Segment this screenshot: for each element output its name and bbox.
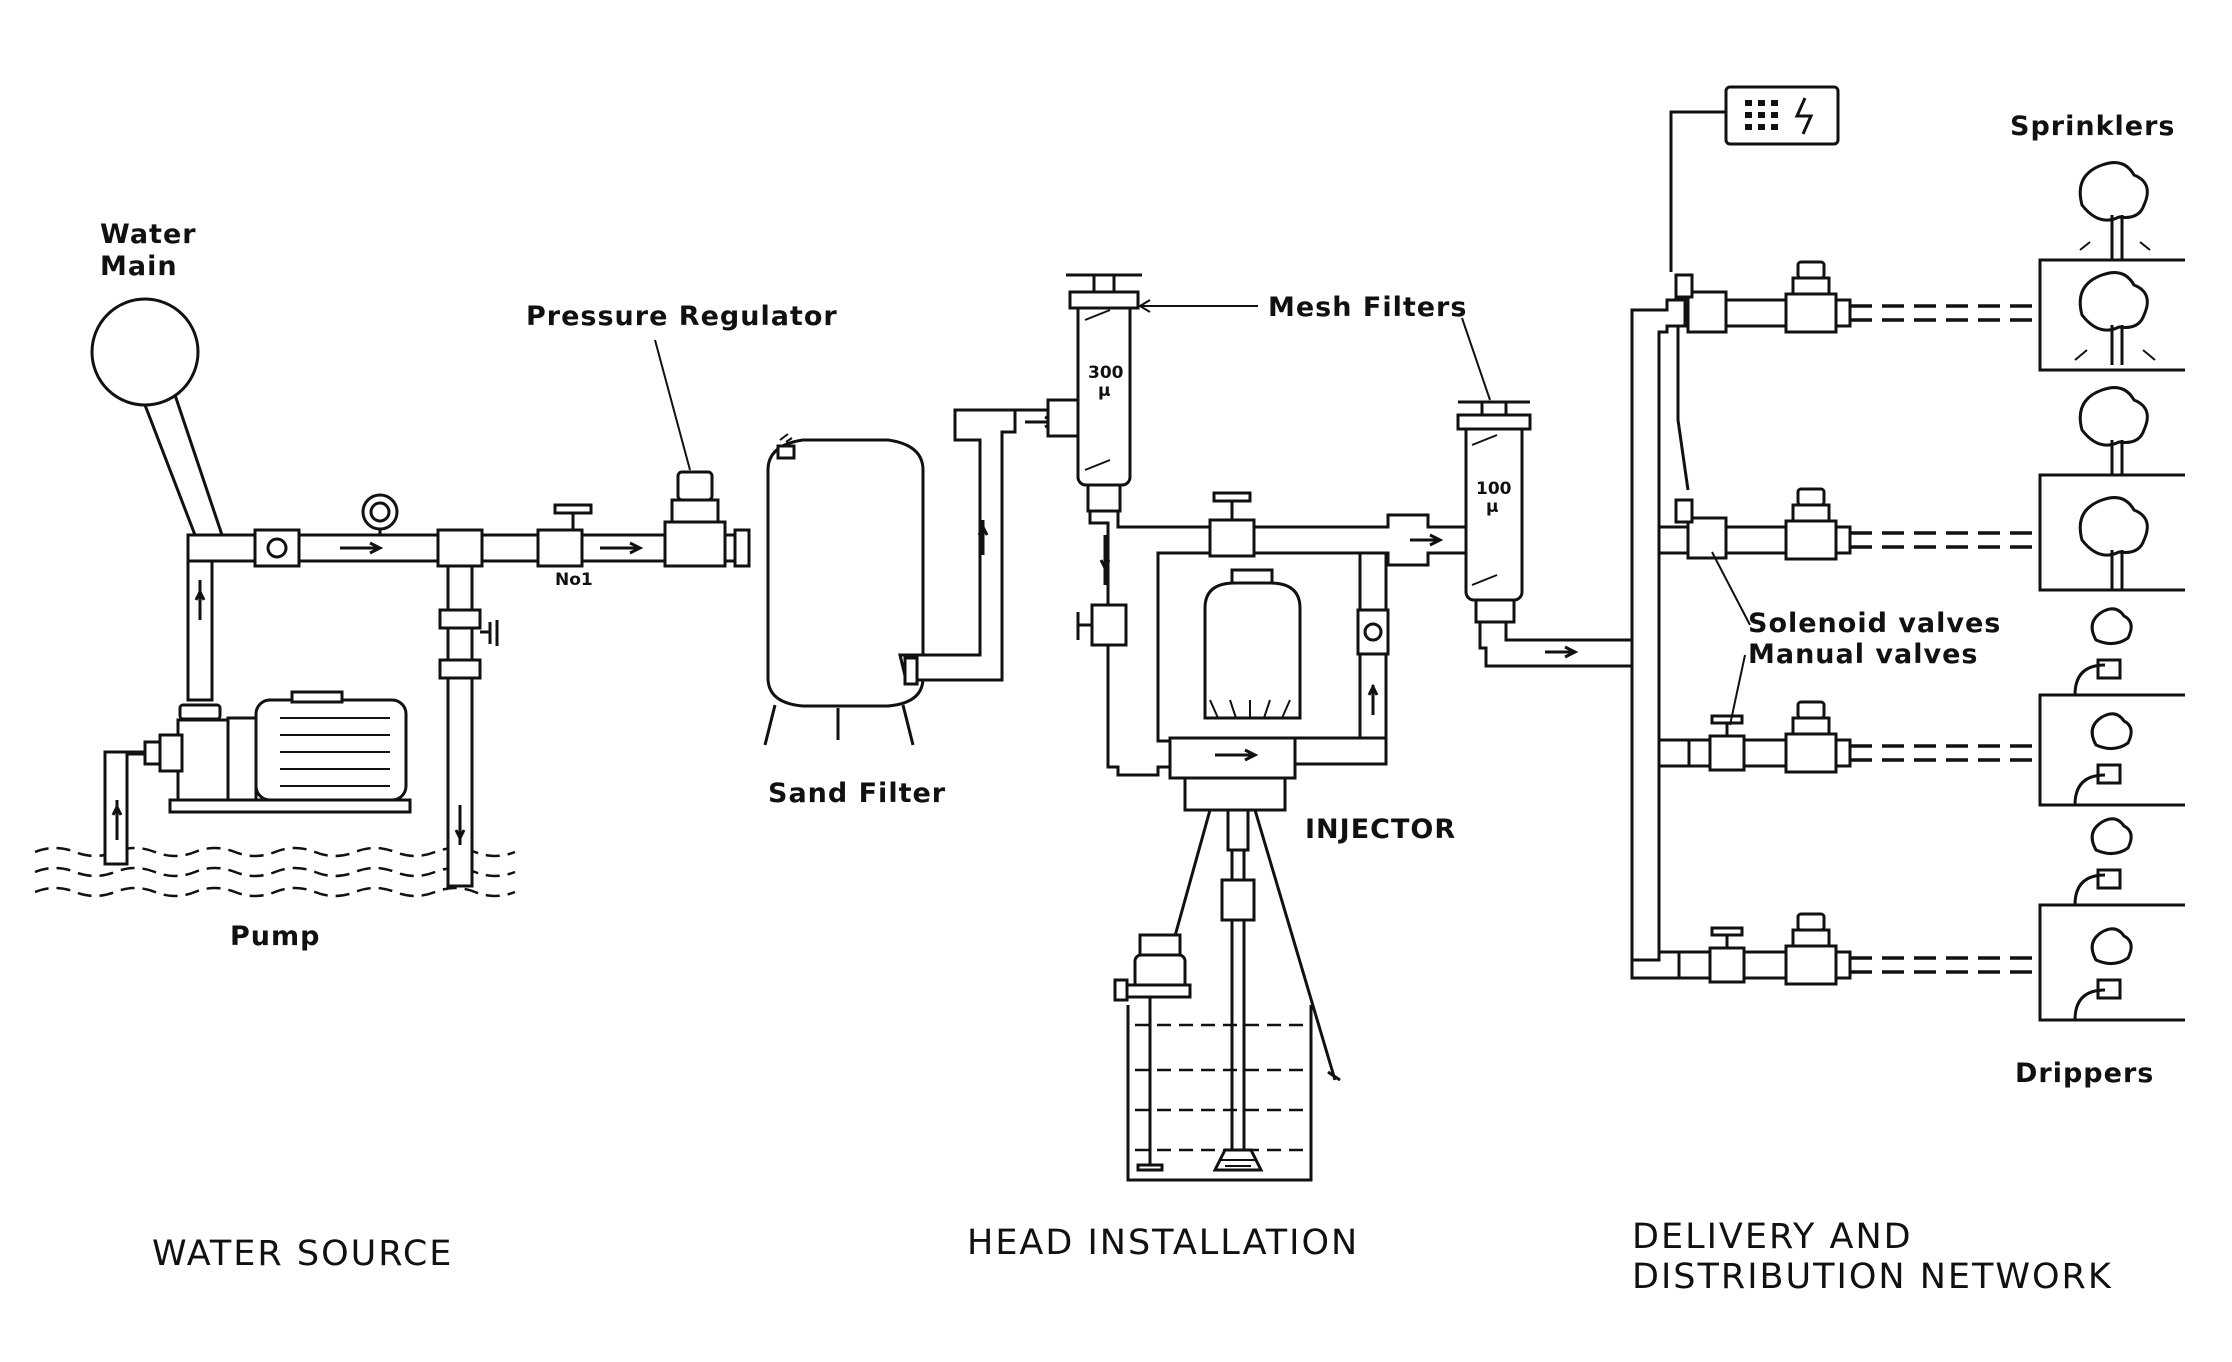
delivery-title-line1: DELIVERY AND [1632, 1217, 1913, 1257]
filter-300-label-line2: μ [1098, 381, 1111, 401]
labels: Water Main Pump Pressure Regulator No1 S… [100, 111, 2175, 1297]
filter-100-label-line2: μ [1486, 497, 1499, 517]
lateral-lines [1677, 260, 2040, 986]
pump [158, 690, 412, 814]
pressure-gauge [361, 493, 399, 535]
valve-no1 [536, 503, 644, 568]
distribution-network-section [1630, 85, 2185, 1022]
sprinkler-plants [2074, 161, 2156, 590]
filter-300-label-line1: 300 [1088, 363, 1124, 383]
water-body [34, 846, 516, 898]
dripper-plants [2073, 607, 2133, 1021]
chemical-tank [1113, 933, 1313, 1182]
water-main-label-line2: Main [100, 251, 178, 282]
leader-lines [654, 299, 1751, 726]
valve-no1-label: No1 [555, 570, 593, 590]
pump-riser-pipe [186, 553, 214, 702]
water-main-tank [90, 297, 224, 554]
sprinklers-label: Sprinklers [2010, 111, 2175, 142]
filter-100-label-line1: 100 [1476, 479, 1512, 499]
pressure-regulator [663, 470, 751, 568]
injector-label: INJECTOR [1305, 814, 1456, 845]
head-installation-title: HEAD INSTALLATION [967, 1223, 1359, 1263]
water-source-title: WATER SOURCE [152, 1234, 453, 1274]
head-installation-section [1046, 273, 1638, 1182]
mesh-filter-300 [1046, 273, 1142, 513]
mesh-filters-label: Mesh Filters [1268, 292, 1467, 323]
pump-label: Pump [230, 921, 320, 952]
sand-filter [763, 408, 1065, 746]
pressure-regulator-label: Pressure Regulator [526, 301, 838, 332]
delivery-title-line2: DISTRIBUTION NETWORK [1632, 1257, 2113, 1297]
mesh-filter-100 [1456, 400, 1532, 624]
pump-suction-pipe [103, 740, 172, 866]
water-main-label-line1: Water [100, 219, 197, 250]
drippers-label: Drippers [2015, 1058, 2154, 1089]
water-source-section [34, 297, 751, 898]
injector [1158, 568, 1341, 1172]
injector-bypass-pipe [1088, 509, 1508, 777]
controller-box [1669, 85, 1840, 491]
sand-filter-label: Sand Filter [768, 778, 946, 809]
manual-valves-label: Manual valves [1748, 639, 1978, 670]
solenoid-valves-label: Solenoid valves [1748, 608, 2001, 639]
